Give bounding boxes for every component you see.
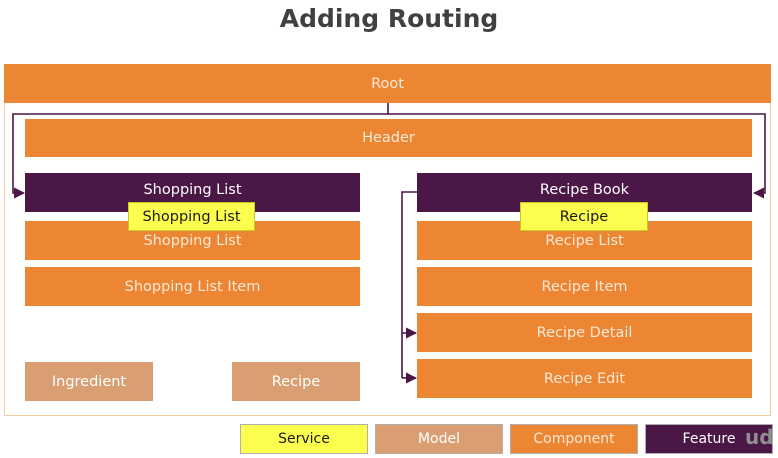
legend-service: Service [240, 424, 368, 454]
legend-feature: Feature [645, 424, 773, 454]
shopping-list-item-node: Shopping List Item [25, 267, 360, 306]
recipe-item-node: Recipe Item [417, 267, 752, 306]
legend-component: Component [510, 424, 638, 454]
recipe-list-node: Recipe List [417, 221, 752, 260]
recipe-edit-node: Recipe Edit [417, 359, 752, 398]
recipe-book-trunk-line [401, 191, 417, 378]
shopping-list-service-node: Shopping List [128, 202, 255, 231]
root-node: Root [4, 64, 771, 103]
recipe-service-node: Recipe [520, 202, 648, 231]
root-to-shopping-list-arrow [12, 103, 389, 199]
root-to-recipe-book-arrow [388, 113, 766, 199]
ingredient-model-node: Ingredient [25, 362, 153, 401]
header-node: Header [25, 119, 752, 157]
recipe-model-node: Recipe [232, 362, 360, 401]
diagram-title: Adding Routing [279, 4, 499, 33]
watermark-logo: ud [745, 425, 774, 449]
recipe-detail-node: Recipe Detail [417, 313, 752, 352]
legend-model: Model [375, 424, 503, 454]
